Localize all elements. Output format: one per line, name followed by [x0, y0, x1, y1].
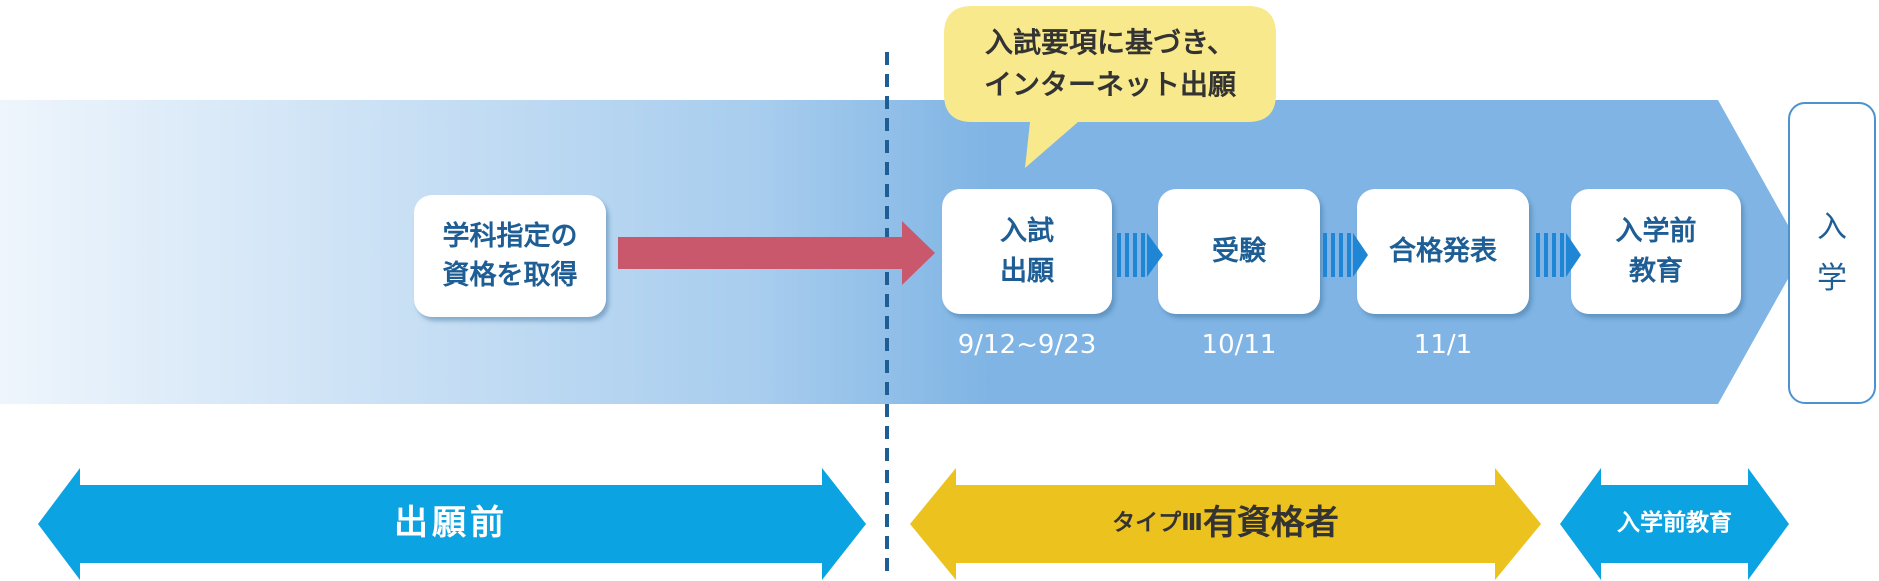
step-box-result: [1357, 189, 1529, 314]
step-label-application: 入試 出願: [1000, 216, 1054, 287]
phase-arrow-before-application: [38, 468, 866, 580]
phase-arrow-pre-education: [1560, 468, 1789, 580]
step-label-result: 合格発表: [1389, 235, 1497, 267]
phase-label-qualified-main: 有資格者: [1202, 503, 1339, 544]
step-connector: [1536, 233, 1581, 277]
goal-label: 入 学: [1817, 210, 1847, 296]
prerequisite-box: [414, 195, 606, 317]
step-date-result: 11/1: [1413, 330, 1473, 361]
step-box-application: [942, 189, 1112, 314]
step-box-pre-education: [1571, 189, 1741, 314]
phase-label-before-application: 出願前: [394, 503, 508, 544]
step-box-exam: [1158, 189, 1320, 314]
step-date-application: 9/12~9/23: [957, 330, 1097, 361]
prerequisite-label: 学科指定の 資格を取得: [442, 220, 578, 291]
step-connector: [1117, 233, 1163, 277]
step-date-exam: 10/11: [1201, 330, 1277, 361]
goal-box: [1788, 102, 1876, 404]
phase-arrow-qualified: [910, 468, 1541, 580]
phase-label-qualified-prefix: タイプⅢ: [1112, 510, 1203, 537]
prerequisite-arrow: [618, 221, 935, 285]
callout-text: 入試要項に基づき、 インターネット出願: [983, 26, 1236, 101]
step-label-pre-education: 入学前 教育: [1615, 216, 1697, 287]
step-connector: [1323, 233, 1368, 277]
callout-bubble: [944, 6, 1276, 168]
step-label-exam: 受験: [1212, 235, 1266, 267]
phase-label-pre-education: 入学前教育: [1617, 510, 1732, 537]
